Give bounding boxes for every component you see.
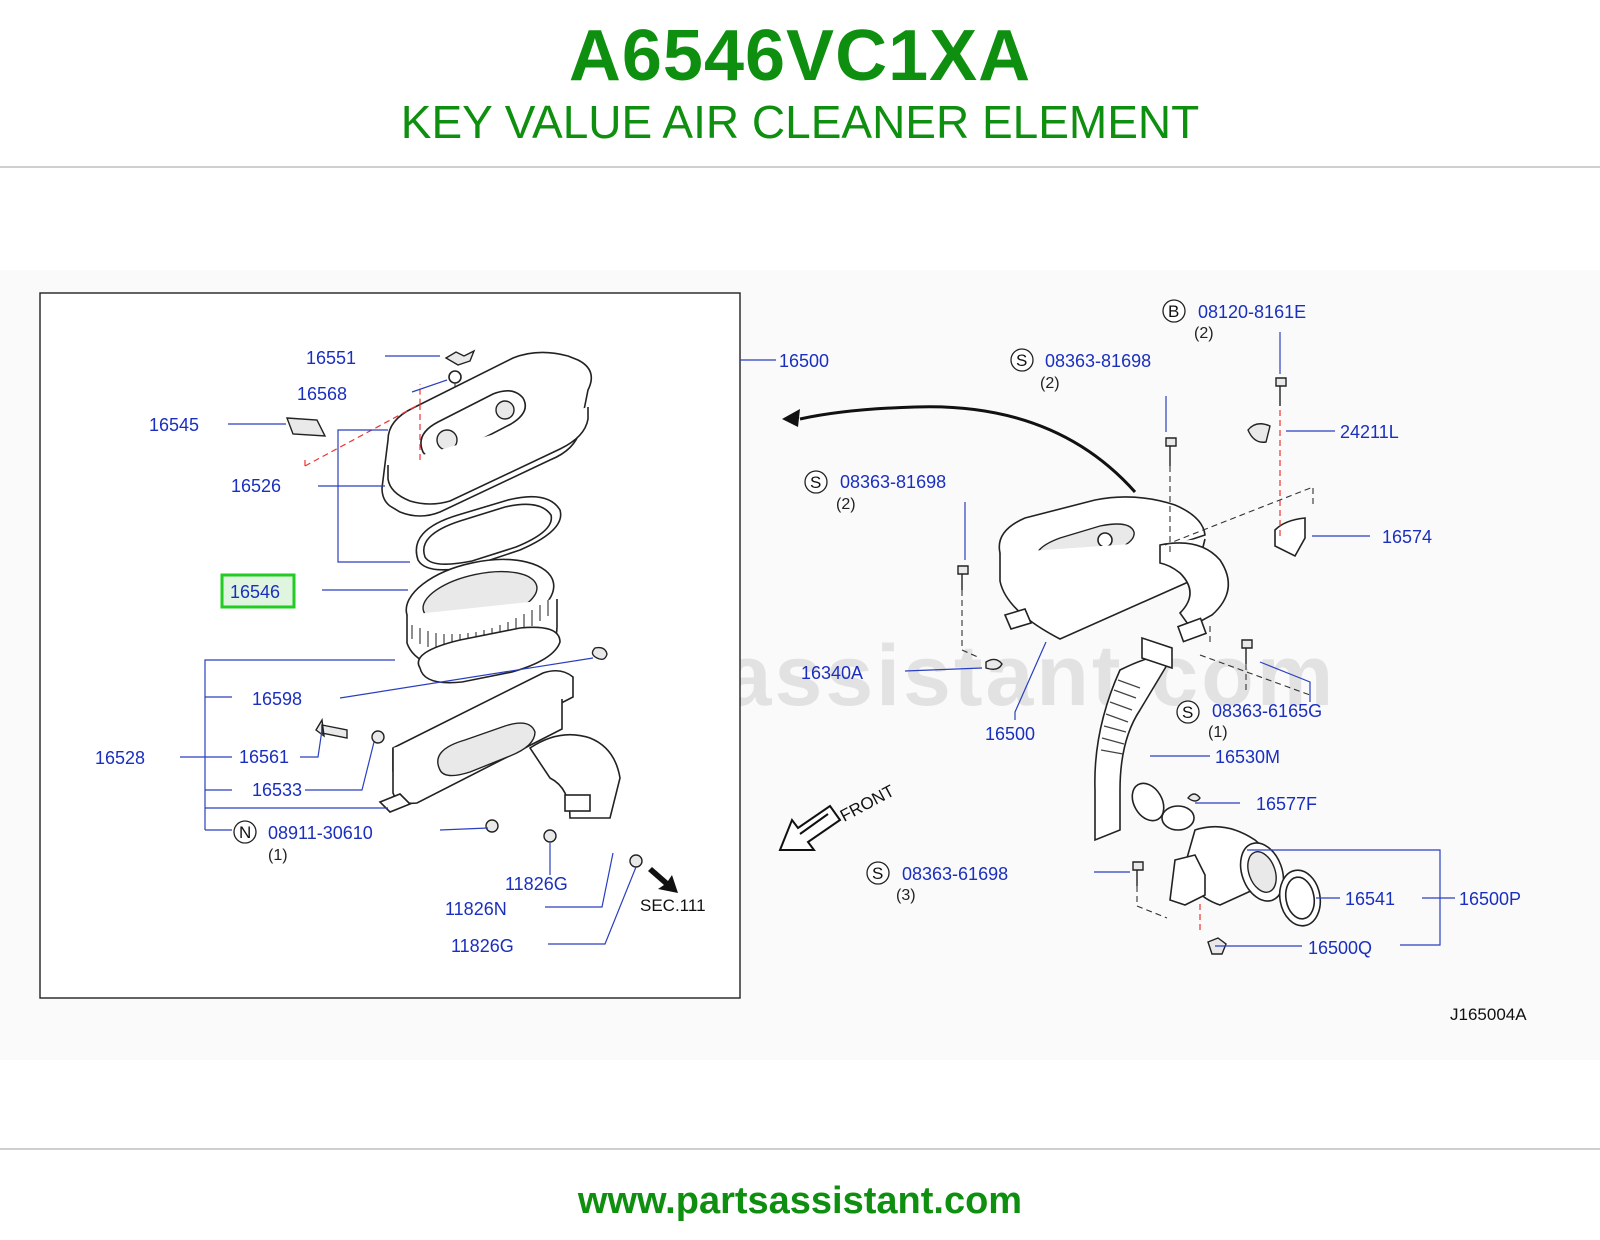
part-label-08363-6165g[interactable]: 08363-6165G: [1212, 701, 1322, 721]
part-label-16530m[interactable]: 16530M: [1215, 747, 1280, 767]
air-cleaner-body-drawing: [378, 669, 621, 819]
badge-s-d-letter: S: [872, 864, 883, 883]
header-divider: [0, 166, 1600, 168]
qty-08363-6165g: (1): [1208, 724, 1228, 741]
left-assembly-frame: [39, 292, 741, 999]
air-cleaner-assembly-drawing: [998, 496, 1230, 643]
resonator-drawing: [1161, 805, 1322, 955]
badge-s-b-letter: S: [810, 473, 821, 492]
part-label-16546[interactable]: 16546: [230, 582, 280, 602]
wing-nut-drawing: [444, 349, 476, 384]
badge-n-letter: N: [239, 823, 251, 842]
part-label-16500-top[interactable]: 16500: [779, 351, 829, 371]
part-label-11826n[interactable]: 11826N: [445, 899, 507, 919]
part-label-24211l[interactable]: 24211L: [1340, 422, 1399, 442]
part-label-16500-mid[interactable]: 16500: [985, 724, 1035, 744]
front-arrow-icon: [778, 804, 842, 851]
qty-08363-61698-d: (3): [896, 887, 916, 904]
part-label-16561[interactable]: 16561: [239, 747, 289, 767]
badge-b: [1162, 299, 1186, 323]
part-label-16500q[interactable]: 16500Q: [1308, 938, 1372, 958]
qty-08120-8161e: (2): [1194, 325, 1214, 342]
part-label-08911-30610[interactable]: 08911-30610: [268, 823, 373, 843]
footer-divider: [0, 1148, 1600, 1150]
sec-reference[interactable]: SEC.111: [640, 896, 706, 915]
badge-s-c-letter: S: [1182, 703, 1193, 722]
sec-arrow-icon: [648, 867, 678, 893]
part-label-11826g-bottom[interactable]: 11826G: [451, 936, 514, 956]
parts-diagram: www.partsassistant.com: [0, 270, 1600, 1060]
part-label-16545[interactable]: 16545: [149, 415, 199, 435]
badge-b-letter: B: [1168, 302, 1179, 321]
qty-08363-81698-a: (2): [1040, 375, 1060, 392]
part-label-16533[interactable]: 16533: [252, 780, 302, 800]
parts-diagram-svg: www.partsassistant.com: [39, 292, 1527, 1024]
footer-url[interactable]: www.partsassistant.com: [577, 1180, 1023, 1222]
part-label-16340a[interactable]: 16340A: [801, 663, 863, 683]
qty-08911-30610: (1): [268, 847, 288, 864]
part-label-16528[interactable]: 16528: [95, 748, 145, 768]
badge-s-b: [804, 470, 828, 494]
badge-n: [233, 820, 257, 844]
part-label-16500p[interactable]: 16500P: [1459, 889, 1521, 909]
badge-s-d: [866, 861, 890, 885]
part-label-08363-61698-d[interactable]: 08363-61698: [902, 864, 1008, 884]
badge-s-a-letter: S: [1016, 351, 1027, 370]
part-label-16577f[interactable]: 16577F: [1256, 794, 1317, 814]
part-label-08120-8161e[interactable]: 08120-8161E: [1198, 302, 1306, 322]
page-title: A6546VC1XA: [568, 16, 1032, 96]
front-label: FRONT: [837, 781, 898, 825]
part-label-16598[interactable]: 16598: [252, 689, 302, 709]
diagram-code: J165004A: [1450, 1005, 1527, 1024]
part-label-16568[interactable]: 16568: [297, 384, 347, 404]
air-duct-drawing: [1094, 636, 1173, 842]
part-label-16551[interactable]: 16551: [306, 348, 356, 368]
part-label-16526[interactable]: 16526: [231, 476, 281, 496]
part-label-16574[interactable]: 16574: [1382, 527, 1432, 547]
part-label-16541[interactable]: 16541: [1345, 889, 1395, 909]
badge-s-a: [1010, 348, 1034, 372]
assembly-arrow: [799, 405, 1137, 493]
part-label-08363-81698-b[interactable]: 08363-81698: [840, 472, 946, 492]
highlight-box: [220, 573, 296, 609]
page-subtitle: KEY VALUE AIR CLEANER ELEMENT: [400, 96, 1200, 148]
caution-label-drawing: [285, 417, 327, 437]
qty-08363-81698-b: (2): [836, 496, 856, 513]
air-cleaner-cover-drawing: [381, 351, 593, 517]
part-label-08363-81698-a[interactable]: 08363-81698: [1045, 351, 1151, 371]
part-label-11826g-top[interactable]: 11826G: [505, 874, 568, 894]
badge-s-c: [1176, 700, 1200, 724]
